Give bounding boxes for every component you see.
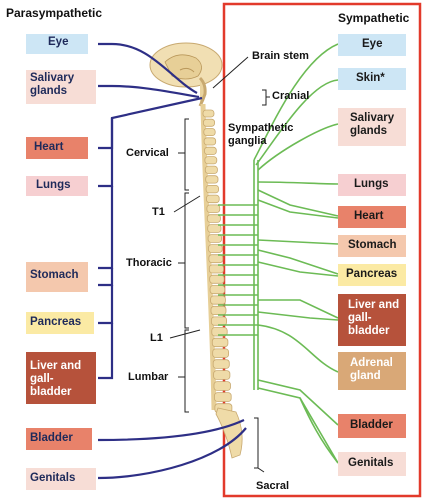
label-sympathetic-ganglia: Sympathetic ganglia xyxy=(228,122,294,147)
symp-box-salivary-glands: Salivary glands xyxy=(338,108,406,146)
vertebra xyxy=(203,128,216,136)
para-box-stomach: Stomach xyxy=(26,262,88,292)
para-box-genitals: Genitals xyxy=(26,468,96,490)
symp-box-adrenal-gland: Adrenal gland xyxy=(338,352,406,390)
vertebra xyxy=(202,109,215,118)
vertebra xyxy=(206,194,220,204)
vertebra xyxy=(209,274,225,284)
vertebra xyxy=(204,156,218,165)
vertebra xyxy=(210,295,226,305)
symp-box-stomach: Stomach xyxy=(338,235,406,257)
brain xyxy=(149,42,223,107)
symp-box-genitals: Genitals xyxy=(338,452,406,476)
vertebra xyxy=(207,234,223,243)
symp-box-eye: Eye xyxy=(338,34,406,56)
sympathetic-nerves xyxy=(218,43,339,464)
vertebra xyxy=(205,184,220,194)
label-thoracic: Thoracic xyxy=(126,257,172,269)
vertebra xyxy=(214,392,232,402)
region-brackets xyxy=(169,56,270,473)
vertebra xyxy=(208,264,224,274)
symp-box-skin: Skin* xyxy=(338,68,406,90)
vertebra xyxy=(204,146,217,155)
vertebra xyxy=(206,204,221,213)
para-box-salivary-glands: Salivary glands xyxy=(26,70,96,104)
vertebra xyxy=(211,337,229,348)
vertebra xyxy=(203,137,217,146)
vertebra xyxy=(210,316,227,326)
para-box-heart: Heart xyxy=(26,137,88,159)
sympathetic-header: Sympathetic xyxy=(338,11,410,25)
label-sacral: Sacral xyxy=(256,480,290,492)
symp-box-heart: Heart xyxy=(338,206,406,228)
label-l1: L1 xyxy=(150,332,163,344)
para-box-lungs: Lungs xyxy=(26,176,88,196)
vertebra xyxy=(212,359,230,369)
label-cranial: Cranial xyxy=(272,90,310,102)
vertebra xyxy=(209,285,226,295)
vertebra xyxy=(213,370,231,380)
vertebra xyxy=(212,348,229,358)
vertebra xyxy=(208,254,224,264)
vertebra xyxy=(208,244,223,253)
vertebra xyxy=(206,214,221,223)
vertebra xyxy=(213,381,231,391)
label-brain-stem: Brain stem xyxy=(252,50,309,62)
sacrum xyxy=(215,407,243,459)
parasympathetic-nerves xyxy=(97,42,247,480)
vertebra xyxy=(207,224,222,233)
vertebra xyxy=(210,305,227,315)
spinal-column xyxy=(200,103,243,459)
vertebra xyxy=(202,118,215,127)
vertebra xyxy=(204,165,218,174)
vertebra xyxy=(205,175,219,184)
label-t1: T1 xyxy=(152,206,165,218)
sympathetic-highlight-frame xyxy=(222,2,422,498)
symp-box-bladder: Bladder xyxy=(338,414,406,438)
para-box-liver-gall-bladder: Liver and gall-bladder xyxy=(26,352,96,404)
symp-box-pancreas: Pancreas xyxy=(338,264,406,286)
para-box-bladder: Bladder xyxy=(26,428,92,450)
symp-box-liver-gall-bladder: Liver and gall-bladder xyxy=(338,294,406,346)
vertebra xyxy=(211,327,228,337)
para-box-eye: Eye xyxy=(26,34,88,54)
symp-box-lungs: Lungs xyxy=(338,174,406,196)
label-cervical: Cervical xyxy=(126,147,169,159)
label-lumbar: Lumbar xyxy=(128,371,169,383)
para-box-pancreas: Pancreas xyxy=(26,312,94,334)
parasympathetic-header: Parasympathetic xyxy=(6,6,103,20)
